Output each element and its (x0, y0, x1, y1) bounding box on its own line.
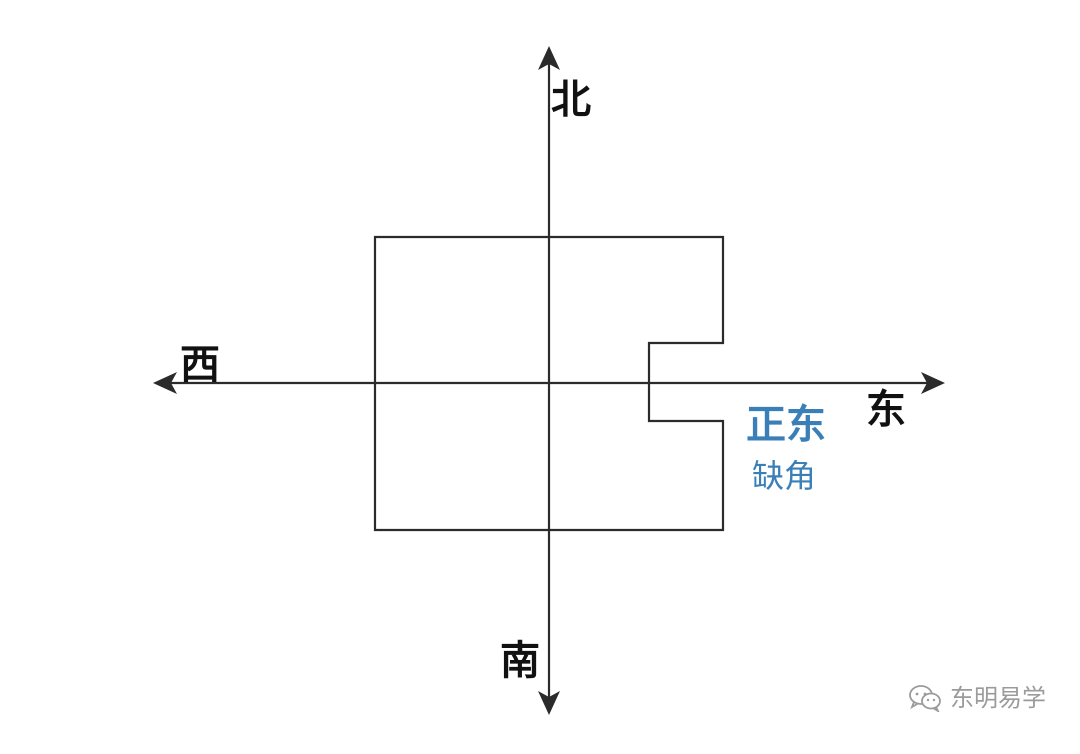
west-label: 西 (180, 342, 220, 388)
watermark: 东明易学 (908, 684, 1046, 712)
missing-corner-title: 正东 (746, 402, 826, 448)
east-label: 东 (866, 387, 906, 433)
floor-plan-outline (373, 235, 725, 532)
west-arrowhead (153, 372, 177, 394)
north-arrowhead (538, 46, 560, 70)
wechat-icon (908, 684, 942, 712)
south-label: 南 (500, 638, 540, 684)
watermark-text: 东明易学 (950, 684, 1046, 712)
missing-corner-subtitle: 缺角 (752, 457, 817, 495)
east-arrowhead (921, 372, 945, 394)
south-arrowhead (538, 691, 560, 715)
north-label: 北 (551, 77, 591, 123)
